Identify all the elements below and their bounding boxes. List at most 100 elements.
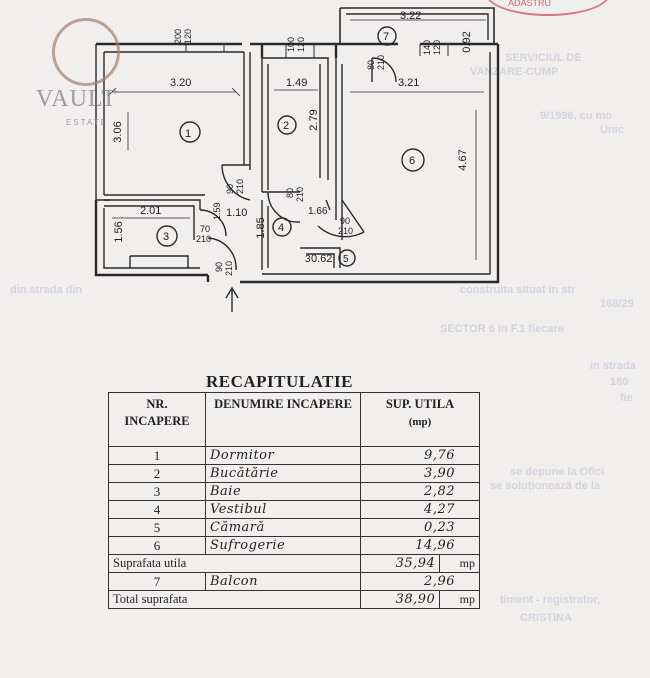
row-area: 2,96 xyxy=(360,572,480,591)
row-area: 14,96 xyxy=(360,536,480,555)
dimension-label: 1.10 xyxy=(226,207,247,219)
dimension-label: 1.59 xyxy=(212,202,222,220)
dimension-label: 2.79 xyxy=(308,109,320,130)
dimension-label: 0.62 xyxy=(311,253,332,265)
row-name: Cămară xyxy=(205,518,361,537)
row-nr: 5 xyxy=(108,518,206,537)
row-name: Balcon xyxy=(205,572,361,591)
dimension-label: 3.06 xyxy=(112,121,124,142)
window-label: 120 xyxy=(296,37,306,52)
header-sup-label: SUP. UTILA xyxy=(385,397,455,411)
room-number: 1 xyxy=(185,128,191,140)
dimension-label: 0.92 xyxy=(461,31,473,52)
dimension-label: 1.85 xyxy=(255,217,267,238)
door-label: 70 xyxy=(200,224,210,234)
bg-text: construita situat in str xyxy=(460,284,576,296)
bg-text: 168/29 xyxy=(600,298,634,310)
bg-text: SERVICIUL DE xyxy=(505,52,582,64)
bg-text: 9/1996, cu mo xyxy=(540,110,613,122)
dimension-label: 1.66 xyxy=(308,206,328,217)
row-name: Vestibul xyxy=(205,500,361,519)
window-label: 200 xyxy=(173,29,183,44)
door-label: 210 xyxy=(376,55,386,70)
recap-title: RECAPITULATIE xyxy=(206,372,353,391)
door-label: 210 xyxy=(338,226,353,236)
vault-estate-logo: VAULT ESTATE xyxy=(36,14,136,134)
recap-table: NR. INCAPERE DENUMIRE INCAPERE SUP. UTIL… xyxy=(108,392,480,609)
door-label: 90 xyxy=(225,184,235,194)
bg-text: se depune la Ofici xyxy=(510,466,605,478)
window-label: 140 xyxy=(422,40,432,55)
subtotal-unit: mp xyxy=(439,554,480,573)
header-nr: NR. INCAPERE xyxy=(108,392,206,447)
row-nr: 6 xyxy=(108,536,206,555)
header-denumire: DENUMIRE INCAPERE xyxy=(205,392,361,447)
row-area: 9,76 xyxy=(360,446,480,465)
bg-text: Unic xyxy=(600,124,624,136)
dimension-label: 3.22 xyxy=(400,10,421,22)
logo-subtitle: ESTATE xyxy=(66,118,108,127)
door-label: 210 xyxy=(295,187,305,202)
row-name: Bucătărie xyxy=(205,464,361,483)
bg-text: se soluționează de la xyxy=(490,480,601,492)
row-name: Dormitor xyxy=(205,446,361,465)
bg-text: fie xyxy=(620,392,633,404)
door-label: 210 xyxy=(235,179,245,194)
row-nr: 1 xyxy=(108,446,206,465)
row-nr: 3 xyxy=(108,482,206,501)
room-number: 3 xyxy=(163,231,169,243)
logo-name: VAULT xyxy=(36,86,118,112)
dimension-label: 1.49 xyxy=(286,77,307,89)
dimension-label: 1.56 xyxy=(113,221,125,242)
bg-text: in strada xyxy=(590,360,636,372)
row-nr: 2 xyxy=(108,464,206,483)
header-sup: SUP. UTILA (mp) xyxy=(360,392,480,447)
bg-text: CRISTINA xyxy=(520,612,572,624)
floor-plan: 1 2 3 4 5 6 7 3.20 3.06 1.49 2.79 2.01 1… xyxy=(94,7,500,312)
room-number: 4 xyxy=(278,222,284,234)
stamp-text: ADASTRU xyxy=(508,0,552,8)
subtotal-label: Suprafata utila xyxy=(108,554,361,573)
room-number: 7 xyxy=(383,31,389,43)
header-unit: (mp) xyxy=(408,416,432,428)
row-area: 4,27 xyxy=(360,500,480,519)
logo-emblem xyxy=(52,18,120,86)
total-unit: mp xyxy=(439,590,480,609)
window-label: 100 xyxy=(286,37,296,52)
room-number: 6 xyxy=(409,155,415,167)
window-label: 120 xyxy=(432,40,442,55)
room-number: 2 xyxy=(283,120,289,132)
dimension-label: 3 xyxy=(305,254,311,265)
row-area: 0,23 xyxy=(360,518,480,537)
door-label: 90 xyxy=(214,262,224,272)
bg-text: din strada din xyxy=(10,284,83,296)
dimension-label: 3.20 xyxy=(170,77,191,89)
door-label: 80 xyxy=(366,60,376,70)
door-label: 90 xyxy=(340,216,350,226)
row-area: 2,82 xyxy=(360,482,480,501)
bg-text: 180 xyxy=(610,376,629,388)
row-area: 3,90 xyxy=(360,464,480,483)
total-value: 38,90 xyxy=(359,590,441,609)
row-name: Baie xyxy=(205,482,361,501)
row-name: Sufrogerie xyxy=(205,536,361,555)
row-nr: 7 xyxy=(108,572,206,591)
bg-text: VANZARE-CUMP xyxy=(470,66,559,78)
bg-text: timent - registrator, xyxy=(500,594,601,606)
door-label: 210 xyxy=(224,261,234,276)
window-label: 120 xyxy=(183,29,193,44)
total-label: Total suprafata xyxy=(108,590,361,609)
table-header-row: NR. INCAPERE DENUMIRE INCAPERE SUP. UTIL… xyxy=(108,392,480,447)
bg-text: SECTOR 6 in F.1 fiecare xyxy=(440,323,564,335)
dimension-label: 3.21 xyxy=(398,77,419,89)
dimension-label: 4.67 xyxy=(457,149,469,170)
door-label: 210 xyxy=(196,234,211,244)
